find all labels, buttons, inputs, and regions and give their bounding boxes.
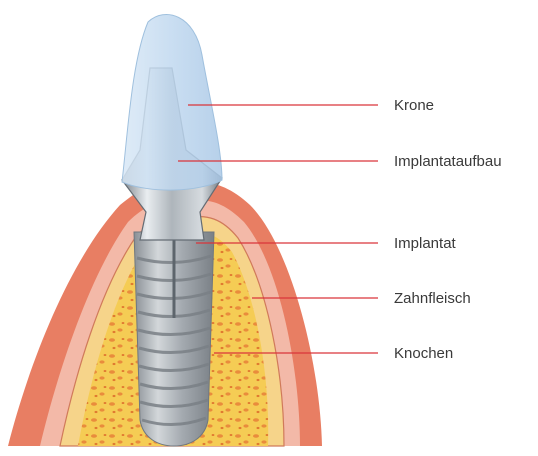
label-krone: Krone <box>394 97 434 114</box>
label-zahnfleisch: Zahnfleisch <box>394 290 471 307</box>
implant-screw <box>134 232 214 446</box>
label-knochen: Knochen <box>394 345 453 362</box>
label-implantat: Implantat <box>394 235 457 252</box>
label-implantataufbau: Implantataufbau <box>394 153 502 170</box>
crown-shape <box>122 15 222 191</box>
